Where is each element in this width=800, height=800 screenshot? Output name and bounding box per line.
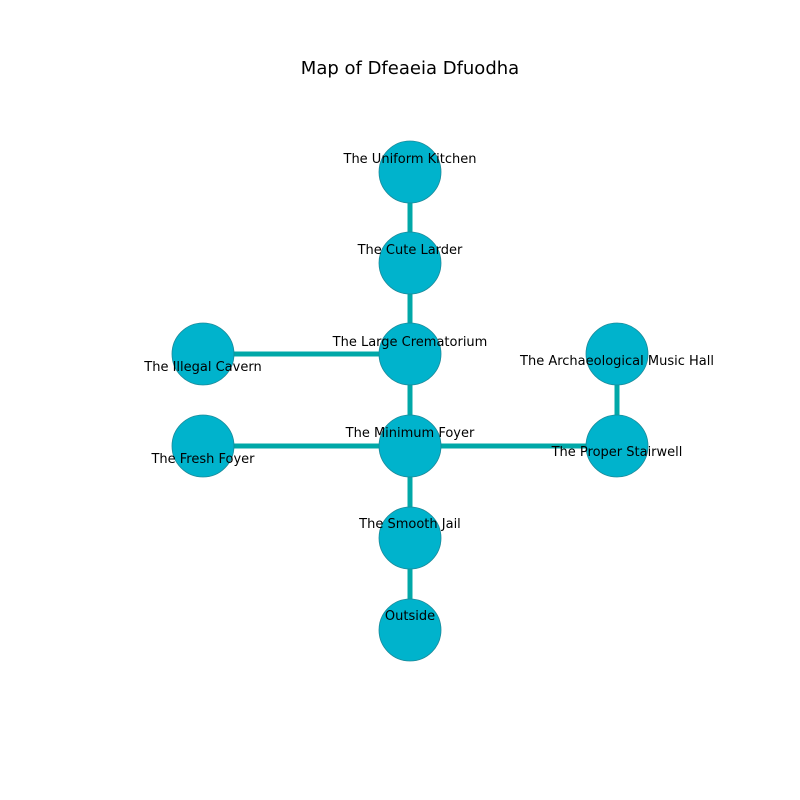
room-node-cute-larder <box>378 231 442 295</box>
room-label-illegal-cavern: The Illegal Cavern <box>143 360 261 375</box>
room-label-smooth-jail: The Smooth Jail <box>358 517 461 532</box>
room-label-fresh-foyer: The Fresh Foyer <box>150 452 255 467</box>
room-label-cute-larder: The Cute Larder <box>357 243 463 258</box>
room-node-outside <box>378 598 442 662</box>
room-node-archaeological-music-hall <box>585 322 649 386</box>
room-node-proper-stairwell <box>585 414 649 478</box>
room-label-proper-stairwell: The Proper Stairwell <box>551 445 683 460</box>
room-node-smooth-jail <box>378 506 442 570</box>
room-label-archaeological-music-hall: The Archaeological Music Hall <box>519 354 714 369</box>
map-title: Map of Dfeaeia Dfuodha <box>301 58 519 79</box>
room-node-illegal-cavern <box>171 322 235 386</box>
room-label-minimum-foyer: The Minimum Foyer <box>345 426 475 441</box>
room-node-large-crematorium <box>378 322 442 386</box>
room-node-fresh-foyer <box>171 414 235 478</box>
room-label-large-crematorium: The Large Crematorium <box>332 335 488 350</box>
room-node-uniform-kitchen <box>378 140 442 204</box>
room-node-minimum-foyer <box>378 414 442 478</box>
room-label-uniform-kitchen: The Uniform Kitchen <box>343 152 477 167</box>
rooms-layer <box>171 140 649 662</box>
room-label-outside: Outside <box>385 609 435 624</box>
